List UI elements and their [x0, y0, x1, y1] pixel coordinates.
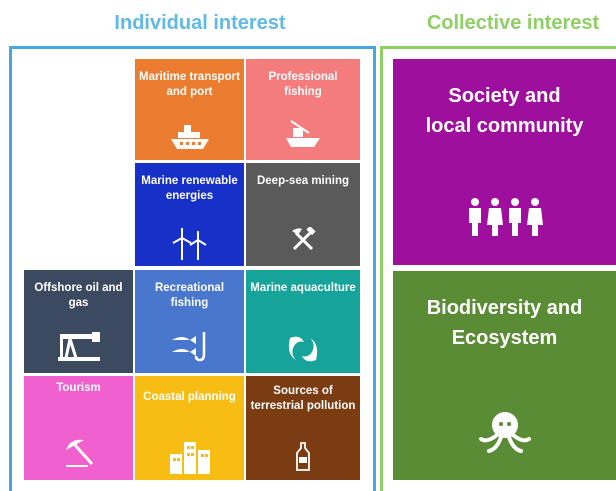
society-local-community-label: Society and local community — [425, 85, 584, 137]
collective-interest-frame — [380, 46, 616, 491]
tile-label: Maritime transport and port — [139, 71, 240, 98]
tile-label: Recreational fishing — [154, 282, 225, 309]
beach-umbrella-icon — [65, 439, 93, 467]
tile-offshore-oil-gas: Offshore oil and gas — [24, 270, 133, 373]
octopus-icon — [478, 412, 531, 453]
tile-label: Coastal planning — [143, 391, 236, 403]
wind-turbine-icon — [172, 228, 207, 260]
tile-label: Marine aquaculture — [250, 282, 356, 294]
tile-label: Deep-sea mining — [256, 175, 350, 187]
tile-sources-terrestrial-pollution: Sources of terrestrial pollution — [246, 376, 360, 480]
biodiversity-ecosystem-panel: Biodiversity and Ecosystem — [393, 271, 616, 480]
fish-cycle-icon — [288, 336, 318, 362]
oil-pump-icon — [57, 332, 100, 361]
tile-maritime-transport: Maritime transport and port — [135, 59, 244, 160]
fishing-boat-icon — [286, 120, 320, 147]
people-icon — [468, 198, 543, 236]
tile-tourism: Tourism — [24, 376, 133, 480]
tile-label: Offshore oil and gas — [34, 282, 123, 309]
fish-hook-icon — [171, 332, 205, 362]
tile-coastal-planning: Coastal planning — [135, 376, 244, 480]
pickaxe-hammer-icon — [292, 227, 316, 251]
individual-interest-heading: Individual interest — [114, 12, 286, 34]
tile-deep-sea-mining: Deep-sea mining — [246, 163, 360, 266]
tile-label: Marine renewable energies — [141, 175, 238, 202]
tile-professional-fishing: Professional fishing — [246, 59, 360, 160]
biodiversity-ecosystem-label: Biodiversity and Ecosystem — [426, 297, 583, 349]
collective-interest-heading: Collective interest — [426, 12, 600, 34]
tile-label: Professional fishing — [268, 71, 338, 98]
bottle-icon — [296, 442, 310, 471]
tile-label: Sources of terrestrial pollution — [250, 385, 356, 412]
buildings-icon — [169, 442, 210, 474]
individual-interest-frame — [9, 46, 376, 491]
tile-label: Tourism — [56, 382, 101, 394]
tile-marine-aquaculture: Marine aquaculture — [246, 270, 360, 373]
society-local-community-panel: Society and local community — [393, 59, 616, 265]
tile-marine-renewable-energies: Marine renewable energies — [135, 163, 244, 266]
ship-icon — [170, 125, 209, 149]
tile-recreational-fishing: Recreational fishing — [135, 270, 244, 373]
